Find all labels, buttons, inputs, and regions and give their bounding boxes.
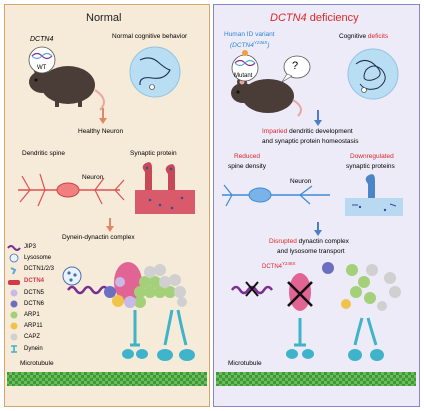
legend-arp1: ARP1 [24,312,40,318]
legend-dctn4: DCTN4 [24,278,45,284]
downregulated-label: Downregulated [350,153,394,160]
disrupted-line2: and lysosome transport [277,248,345,255]
disrupted-rest: dynactin complex [296,238,349,245]
spine-density-label: spine density [228,163,266,170]
impaired-rest: dendritic development [287,128,353,135]
legend-dynein: Dynein [24,346,43,352]
deficiency-title-gene: DCTN4 [270,12,307,24]
synapse-deficient-icon [345,174,403,216]
neuron-deficient-icon [222,184,330,207]
impaired-line1: Imparied dendritic development [262,128,353,135]
neuron-label-normal: Neuron [82,174,104,181]
microtubule-deficient [216,372,416,386]
variant-sup: Y246X [253,40,268,45]
cognitive-deficits-label: Cognitive deficits [339,33,388,40]
dna-wt-icon [28,46,56,74]
reduced-label: Reduced [234,153,261,160]
wt-label: WT [37,65,47,71]
variant-close: ) [267,42,270,50]
synapse-normal-icon [135,162,195,214]
dctn4-gene-label: DCTN4 [30,36,54,43]
dynactin-complex-normal [62,262,195,361]
legend-dctn6: DCTN6 [24,301,45,307]
maze-deficit-icon [347,48,399,100]
microtubule-label-def: Microtubule [228,360,262,367]
dynactin-complex-disrupted [230,262,401,361]
impaired-line2: and synaptic protein homeostasis [262,138,359,145]
legend-dctn5: DCTN5 [24,290,45,296]
normal-behavior-label: Normal cognitive behavior [112,33,188,40]
legend-arp11: ARP11 [24,323,43,329]
mutant-label: Mutant [234,73,253,79]
legend-symbols [7,245,21,353]
question-mark: ? [292,60,299,72]
dendritic-spine-label: Dendritic spine [22,150,65,157]
variant-gene-line: (DCTN4Y246X) [230,40,270,50]
neuron-normal-icon [18,173,125,207]
legend-dctn123: DCTN1/2/3 [24,266,55,272]
mutant-protein: DCTN4 [262,264,283,270]
cognitive-word: Cognitive [339,33,368,40]
variant-line1: Human ID variant [224,31,275,38]
variant-gene: (DCTN4 [230,42,254,50]
synaptic-proteins-label: synaptic proteins [346,163,395,170]
question-bubble-icon [281,55,311,83]
complex-title-normal: Dynein-dynactin complex [62,234,135,241]
neuron-label-def: Neuron [290,178,312,185]
healthy-neuron-label: Healthy Neuron [78,128,124,135]
deficiency-title: DCTN4 deficiency [270,12,359,24]
microtubule-label-normal: Microtubule [20,360,54,367]
mouse-mutant-icon [231,77,303,117]
impaired-word: Imparied [262,128,288,135]
mutant-protein-label: DCTN4Y246X [262,261,296,271]
disrupted-word: Disrupted [269,238,297,245]
dna-mutant-icon [231,50,259,82]
maze-normal-icon [129,46,181,98]
disrupted-line1: Disrupted dynactin complex [269,238,349,245]
microtubule-normal [7,372,207,386]
legend-capz: CAPZ [24,334,41,340]
synaptic-protein-label: Synaptic protein [130,150,177,157]
legend-lysosome: Lysosome [24,255,52,261]
mutant-protein-sup: Y246X [282,261,296,266]
deficiency-title-rest: deficiency [306,12,359,24]
legend-jip3: JIP3 [24,244,37,250]
normal-title: Normal [86,12,122,24]
deficits-word: deficits [367,33,389,40]
